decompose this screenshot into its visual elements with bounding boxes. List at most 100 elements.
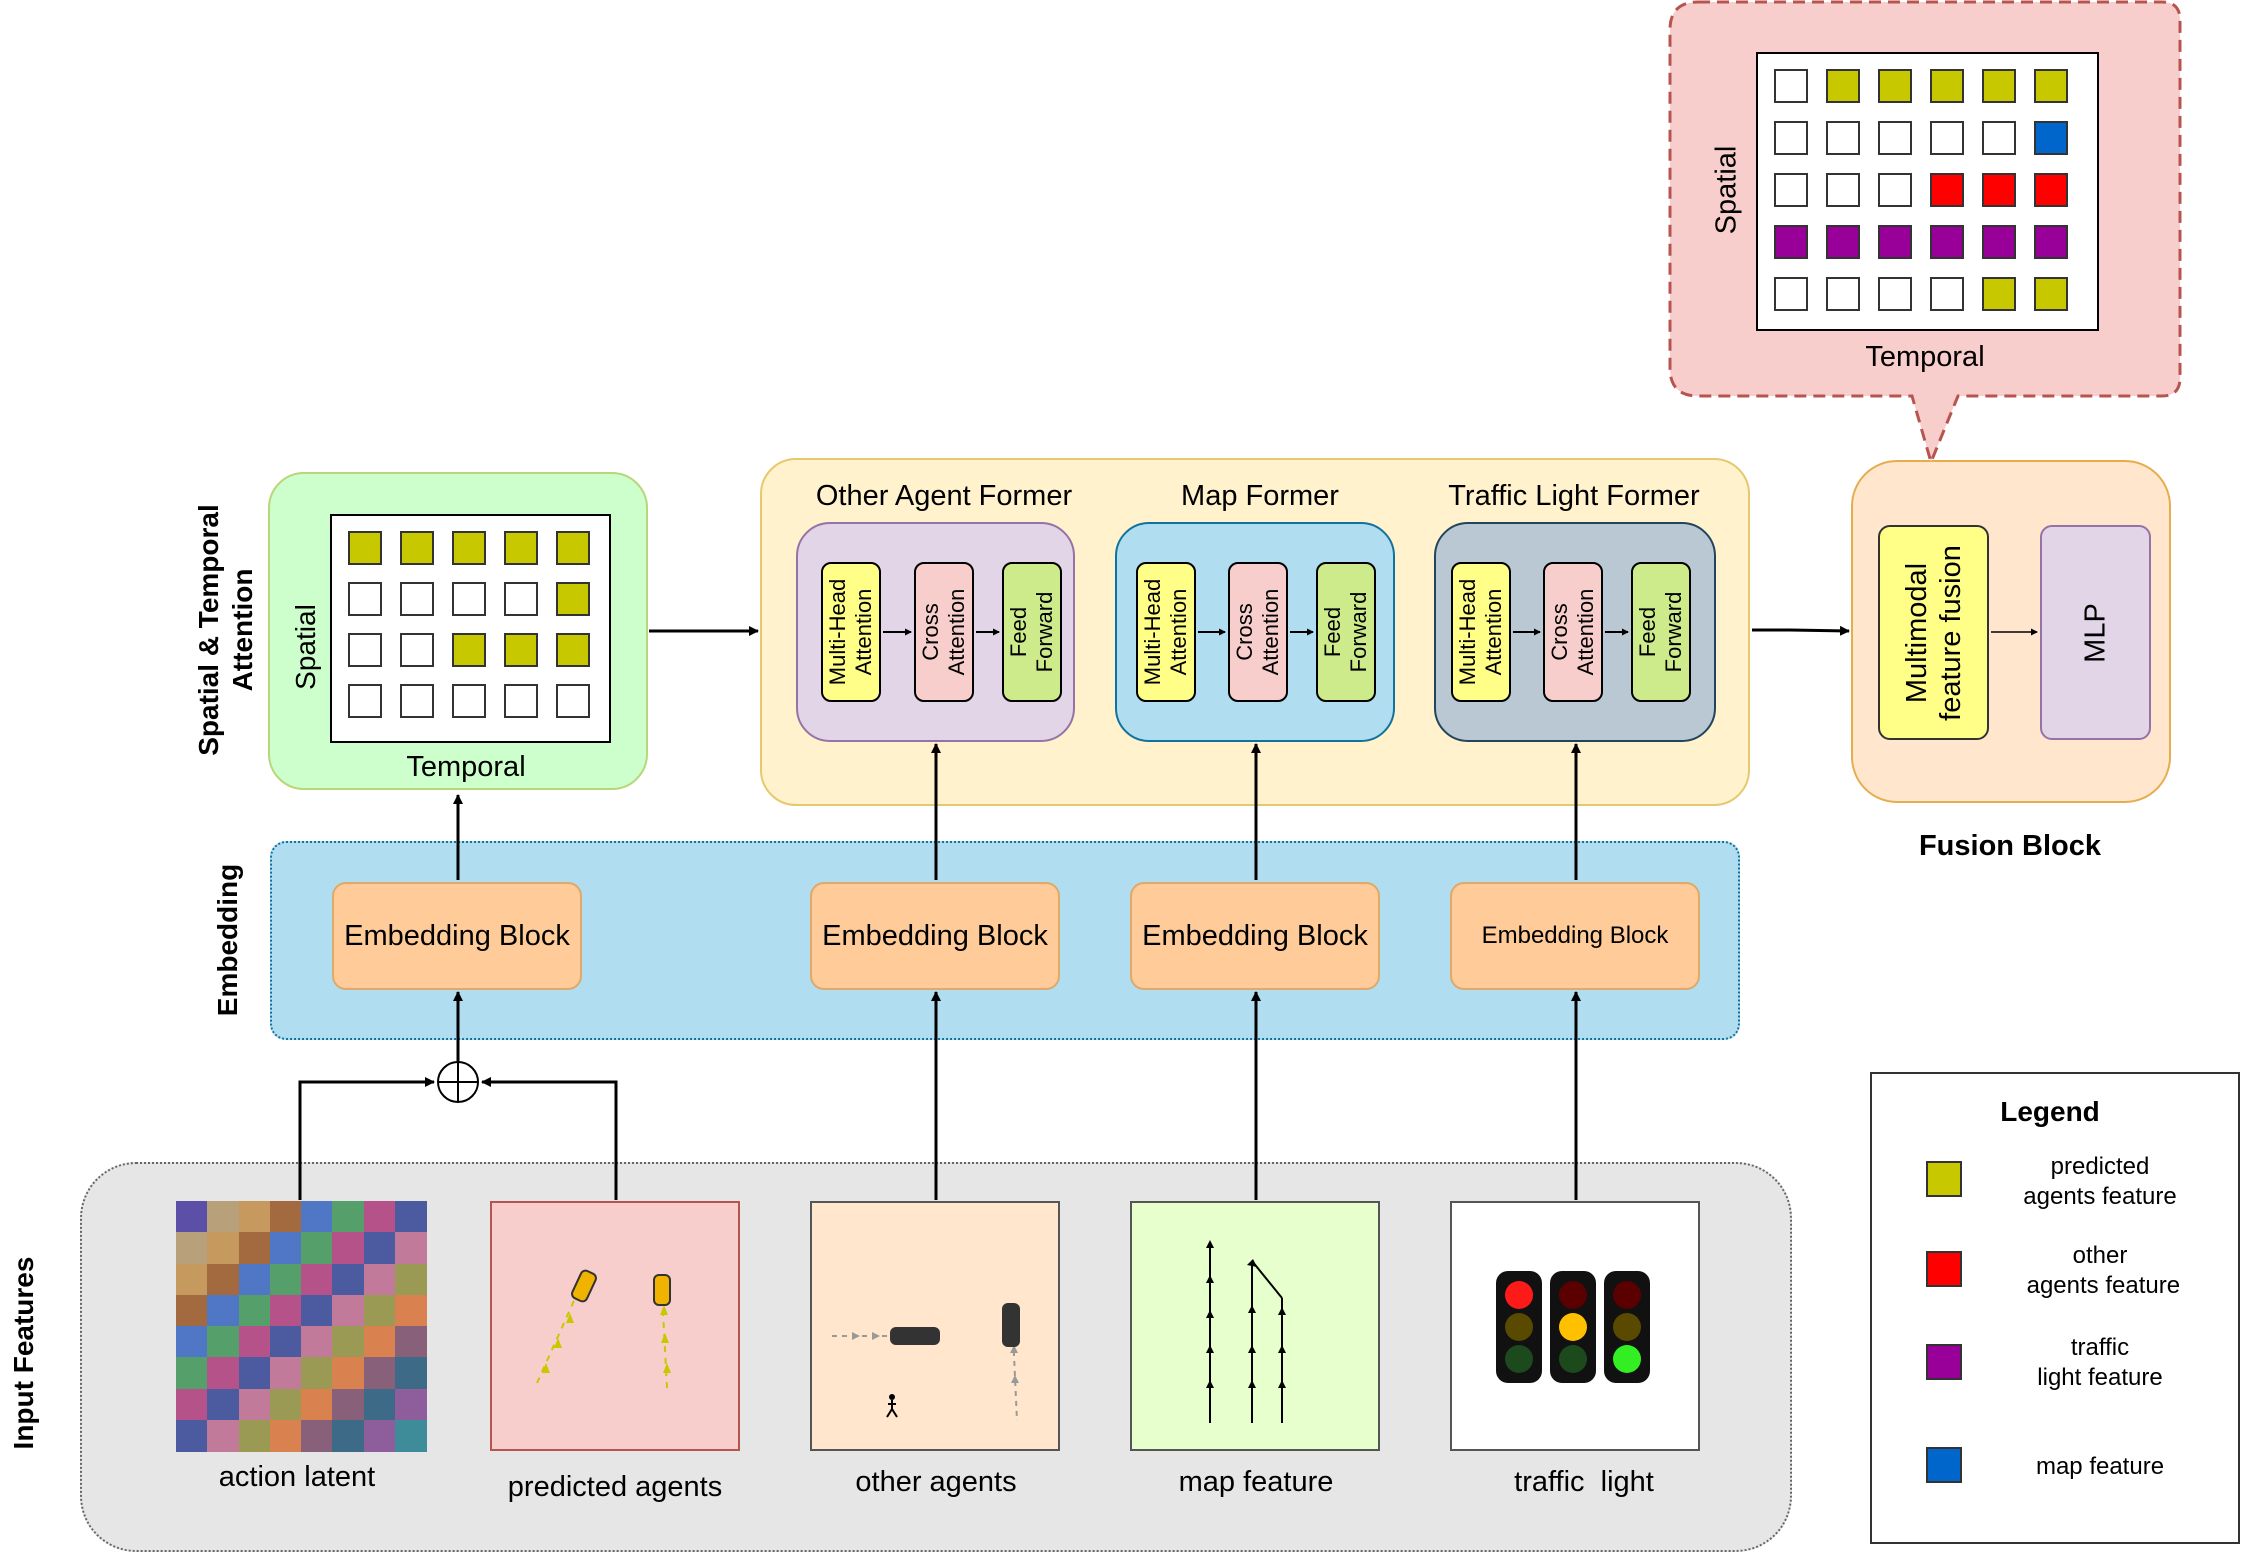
callout-spatial-label: Spatial	[1710, 145, 1743, 235]
grid-cell	[348, 531, 382, 565]
embedding-block-attention: Embedding Block	[332, 882, 582, 990]
embedding-block-map: Embedding Block	[1130, 882, 1380, 990]
grid-cell	[452, 582, 486, 616]
mosaic-cell	[394, 1263, 427, 1296]
step-label: Multi-Head Attention	[1455, 578, 1506, 686]
grid-cell	[504, 582, 538, 616]
mosaic-cell	[176, 1357, 208, 1390]
input-features-label: Input Features	[8, 1256, 39, 1450]
grid-cell	[2034, 173, 2068, 207]
traffic-light-panel	[1450, 1201, 1700, 1451]
mosaic-cell	[176, 1326, 208, 1358]
mosaic-cell	[269, 1357, 302, 1390]
mosaic-cell	[332, 1232, 365, 1265]
grid-cell	[1774, 121, 1808, 155]
former-title-map: Map Former	[1181, 480, 1339, 512]
grid-cell	[556, 633, 590, 667]
mosaic-cell	[301, 1326, 333, 1358]
mosaic-cell	[238, 1263, 271, 1296]
mosaic-cell	[238, 1357, 271, 1390]
embedding-block-traffic: Embedding Block	[1450, 882, 1700, 990]
mosaic-cell	[394, 1419, 427, 1452]
grid-cell	[1982, 277, 2016, 311]
step-label: Feed Forward	[1006, 591, 1057, 673]
mosaic-cell	[238, 1294, 271, 1327]
step-label: Feed Forward	[1635, 591, 1686, 673]
mosaic-cell	[269, 1326, 302, 1358]
grid-cell	[1930, 173, 1964, 207]
input-label-map-feature: map feature	[1178, 1466, 1334, 1498]
multimodal-fusion-label: Multimodal feature fusion	[1901, 545, 1967, 721]
mosaic-cell	[394, 1201, 427, 1233]
grid-cell	[1878, 69, 1912, 103]
attention-temporal-label: Temporal	[406, 751, 526, 783]
mosaic-cell	[363, 1357, 396, 1390]
grid-cell	[1982, 69, 2016, 103]
predicted-agents-icon	[536, 1269, 671, 1389]
step-label: Feed Forward	[1320, 591, 1371, 673]
callout-temporal-label: Temporal	[1865, 341, 1985, 373]
mosaic-cell	[176, 1263, 208, 1296]
mosaic-cell	[207, 1357, 240, 1390]
other-agent-ff-step: Feed Forward	[1002, 562, 1062, 702]
mosaic-cell	[363, 1326, 396, 1358]
mosaic-cell	[301, 1388, 333, 1421]
mosaic-cell	[207, 1388, 240, 1421]
step-label: Multi-Head Attention	[1140, 578, 1191, 686]
step-label: Cross Attention	[1547, 588, 1598, 676]
grid-cell	[1982, 121, 2016, 155]
mosaic-cell	[332, 1419, 365, 1452]
grid-cell	[400, 684, 434, 718]
grid-cell	[504, 531, 538, 565]
step-label: Cross Attention	[918, 588, 969, 676]
legend-swatch-map	[1926, 1447, 1962, 1483]
traffic-ff-step: Feed Forward	[1631, 562, 1691, 702]
mosaic-cell	[269, 1232, 302, 1265]
grid-cell	[1878, 121, 1912, 155]
grid-cell	[2034, 277, 2068, 311]
other-agents-icon	[832, 1303, 1020, 1422]
mosaic-cell	[269, 1263, 302, 1296]
grid-cell	[1930, 277, 1964, 311]
mlp-box: MLP	[2040, 525, 2151, 740]
mosaic-cell	[269, 1419, 302, 1452]
mosaic-cell	[238, 1326, 271, 1358]
grid-cell	[556, 531, 590, 565]
legend-title: Legend	[2000, 1096, 2100, 1127]
map-feature-panel	[1130, 1201, 1380, 1451]
grid-cell	[1774, 277, 1808, 311]
mosaic-cell	[176, 1388, 208, 1421]
map-mha-step: Multi-Head Attention	[1136, 562, 1196, 702]
mosaic-cell	[238, 1419, 271, 1452]
mosaic-cell	[301, 1419, 333, 1452]
grid-cell	[1826, 121, 1860, 155]
grid-cell	[1826, 225, 1860, 259]
grid-cell	[1930, 225, 1964, 259]
legend-swatch-traffic	[1926, 1344, 1962, 1380]
grid-cell	[452, 531, 486, 565]
mosaic-cell	[269, 1388, 302, 1421]
grid-cell	[504, 684, 538, 718]
embedding-block-other-agents: Embedding Block	[810, 882, 1060, 990]
mosaic-cell	[332, 1201, 365, 1233]
grid-cell	[452, 684, 486, 718]
grid-cell	[1774, 173, 1808, 207]
mosaic-cell	[363, 1388, 396, 1421]
input-label-predicted-agents: predicted agents	[507, 1471, 723, 1503]
legend-swatch-predicted	[1926, 1161, 1962, 1197]
grid-cell	[400, 582, 434, 616]
embedding-label: Embedding	[212, 863, 243, 1017]
mosaic-cell	[301, 1232, 333, 1265]
grid-cell	[1826, 69, 1860, 103]
mosaic-cell	[176, 1294, 208, 1327]
grid-cell	[1930, 69, 1964, 103]
mosaic-cell	[238, 1388, 271, 1421]
mosaic-cell	[269, 1294, 302, 1327]
mosaic-cell	[363, 1419, 396, 1452]
mosaic-cell	[176, 1232, 208, 1265]
mosaic-cell	[207, 1232, 240, 1265]
grid-cell	[1878, 277, 1912, 311]
grid-cell	[1774, 225, 1808, 259]
grid-cell	[348, 582, 382, 616]
input-label-traffic-light: traffic light	[1514, 1466, 1654, 1498]
